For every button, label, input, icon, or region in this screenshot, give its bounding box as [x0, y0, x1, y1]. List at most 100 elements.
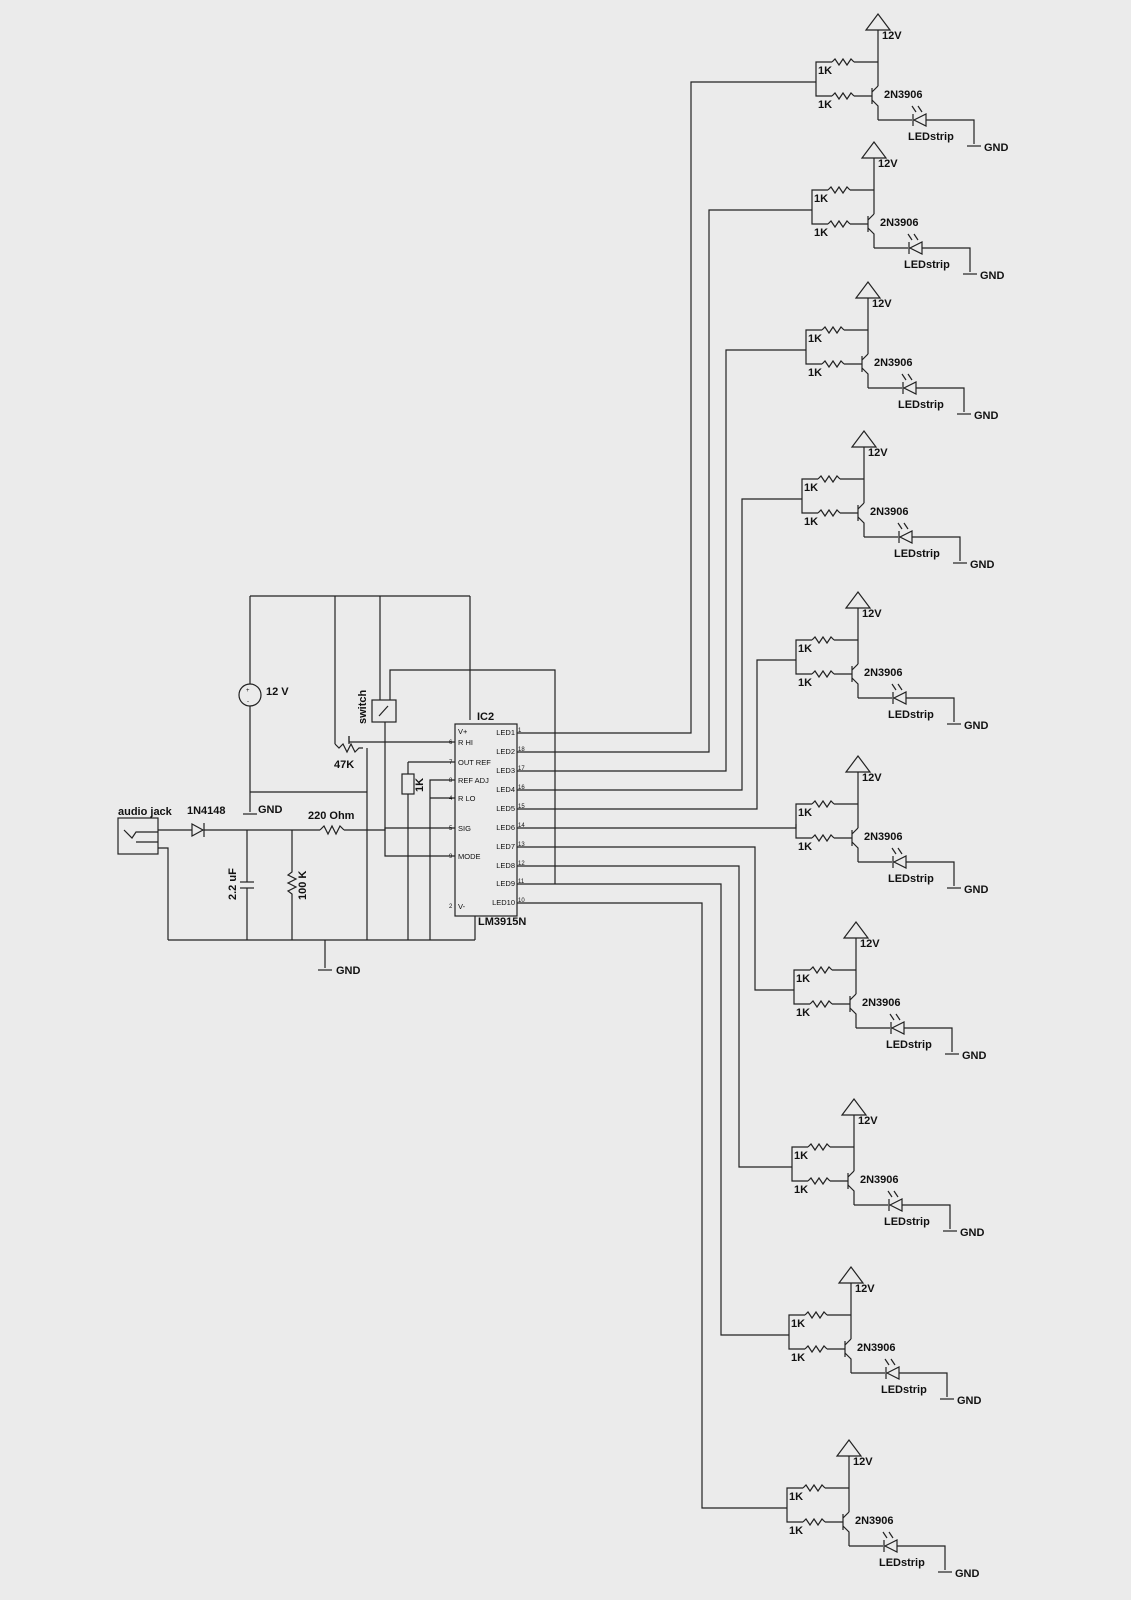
r2-label: 1K: [794, 1184, 808, 1196]
supply-arrow: [842, 921, 870, 939]
supply-arrow: [854, 281, 882, 299]
led-strip-label: LEDstrip: [879, 1557, 925, 1569]
supply-label: 12V: [853, 1456, 873, 1468]
ic-part: LM3915N: [478, 916, 526, 928]
resistor-1k-ref: 1K: [401, 773, 426, 795]
ic-pin-label: OUT REF: [458, 758, 491, 767]
resistor-220-ohm: 220 Ohm: [308, 810, 355, 836]
ic-pin-number: 15: [518, 804, 525, 810]
switch: switch: [357, 689, 397, 724]
led-strip-label: LEDstrip: [898, 399, 944, 411]
transistor-pnp: [847, 1170, 855, 1205]
ic-pin-number: 12: [518, 861, 525, 867]
resistor-r2: [804, 1344, 828, 1354]
ic-pin-label: SIG: [458, 824, 471, 833]
resistor-r2: [809, 999, 833, 1009]
resistor-r1: [807, 1142, 831, 1152]
transistor-label: 2N3906: [880, 217, 919, 229]
ic-pin-label: LED5: [496, 804, 515, 813]
r1-label: 1K: [814, 193, 828, 205]
resistor-r2: [807, 1176, 831, 1186]
supply-arrow: [844, 591, 872, 609]
ic-pin-r-hi: R HI6: [449, 738, 473, 747]
svg-text:-: -: [247, 699, 249, 705]
transistor-label: 2N3906: [884, 89, 923, 101]
resistor-r1: [811, 635, 835, 645]
supply-label: 12V: [862, 608, 882, 620]
ic-pin-label: LED9: [496, 879, 515, 888]
transistor-pnp: [842, 1511, 850, 1546]
gnd-label: GND: [964, 884, 989, 896]
r1-label: 1K: [794, 1150, 808, 1162]
r2-label: 1K: [818, 99, 832, 111]
potentiometer-47k: 47K: [334, 736, 363, 771]
gnd-label: GND: [955, 1568, 980, 1580]
supply-label: 12V: [882, 30, 902, 42]
resistor-r2: [821, 359, 845, 369]
audio-jack: audio jack: [117, 806, 173, 940]
r2-label: 1K: [798, 841, 812, 853]
led-strip: [901, 373, 917, 395]
resistor-r2: [802, 1517, 826, 1527]
resistor-r1: [831, 57, 855, 67]
supply-label: 12V: [858, 1115, 878, 1127]
gnd-label: GND: [974, 410, 999, 422]
r1-label: 1K: [796, 973, 810, 985]
voltage-source-12v: + - 12 V: [238, 683, 289, 707]
ic-pin-label: LED7: [496, 842, 515, 851]
resistor-r2: [831, 91, 855, 101]
transistor-pnp: [871, 85, 879, 120]
resistor-r2: [811, 669, 835, 679]
ic-pin-label: R HI: [458, 738, 473, 747]
ic-pin-label: V-: [458, 902, 466, 911]
resistor-100k-label: 100 K: [297, 871, 309, 900]
gnd-label: GND: [962, 1050, 987, 1062]
gnd-label-supply: GND: [258, 804, 283, 816]
led-strip: [884, 1358, 900, 1380]
supply-arrow: [850, 430, 878, 448]
supply-arrow: [844, 755, 872, 773]
gnd-label: GND: [970, 559, 995, 571]
transistor-label: 2N3906: [864, 667, 903, 679]
ic-pin-label: LED10: [492, 898, 515, 907]
ground-symbol: GND: [243, 804, 283, 816]
supply-label: 12V: [878, 158, 898, 170]
resistor-r1: [827, 185, 851, 195]
switch-label: switch: [357, 689, 369, 724]
supply-label: 12V: [868, 447, 888, 459]
r2-label: 1K: [808, 367, 822, 379]
r2-label: 1K: [814, 227, 828, 239]
r2-label: 1K: [796, 1007, 810, 1019]
gnd-label: GND: [960, 1227, 985, 1239]
supply-label: 12 V: [266, 686, 289, 698]
resistor-r1: [809, 965, 833, 975]
ic-pin-v-: V+: [458, 727, 468, 736]
r1-label: 1K: [798, 807, 812, 819]
r1-label: 1K: [804, 482, 818, 494]
ic-pin-number: 8: [449, 778, 453, 784]
ic-pin-label: LED1: [496, 728, 515, 737]
resistor-r1: [804, 1310, 828, 1320]
capacitor-2-2uf: 2.2 uF: [227, 830, 254, 940]
resistor-r1: [821, 325, 845, 335]
resistor-r2: [817, 508, 841, 518]
supply-label: 12V: [872, 298, 892, 310]
led-strip: [882, 1531, 898, 1553]
ic-pin-number: 14: [518, 823, 525, 829]
r1-label: 1K: [808, 333, 822, 345]
